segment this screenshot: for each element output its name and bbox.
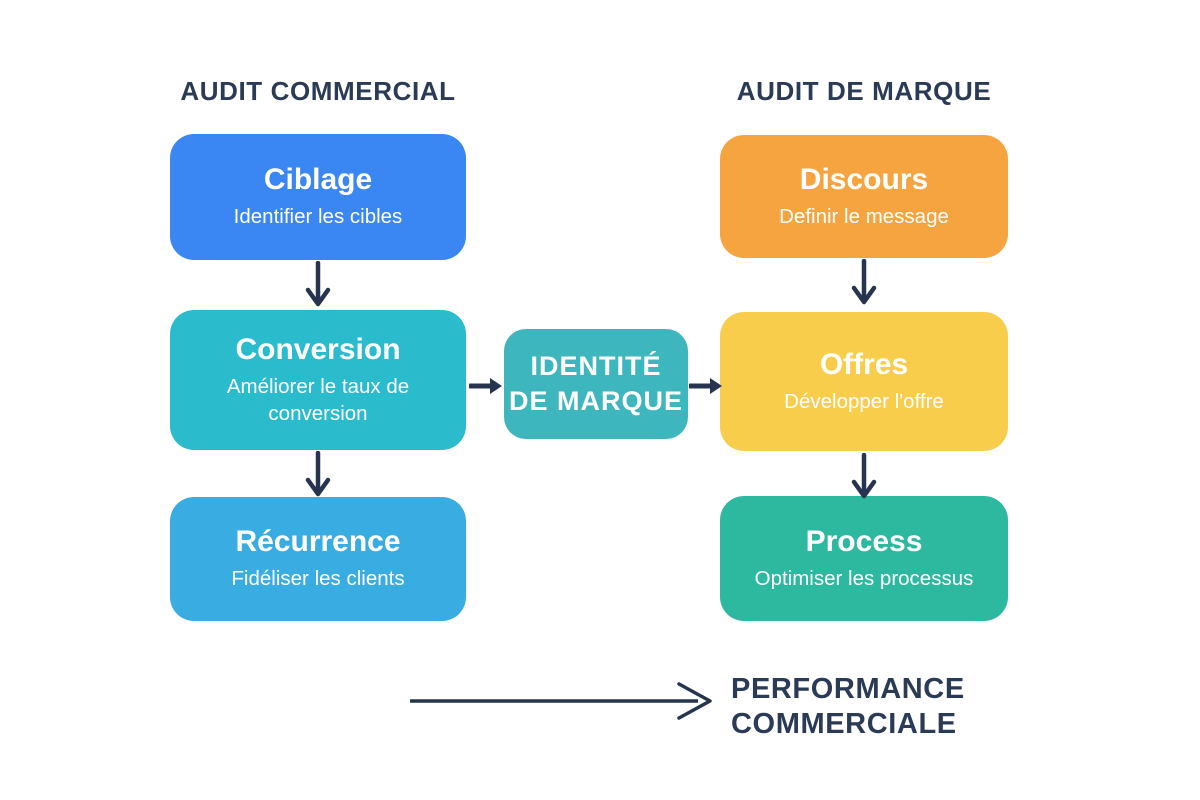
box-title: Discours	[799, 162, 929, 196]
box-ciblage: Ciblage Identifier les cibles	[170, 134, 466, 260]
box-offres: Offres Développer l'offre	[720, 312, 1008, 451]
box-subtitle: Fidéliser les clients	[231, 567, 405, 591]
arrow-down-icon	[851, 453, 877, 499]
box-title: Process	[805, 524, 923, 558]
box-recurrence: Récurrence Fidéliser les clients	[170, 497, 466, 621]
box-discours: Discours Definir le message	[720, 135, 1008, 258]
result-label-line1: PERFORMANCE	[731, 673, 965, 705]
box-subtitle: Développer l'offre	[784, 389, 944, 413]
arrow-down-icon	[851, 259, 877, 305]
center-box-line1: IDENTITÉ	[530, 350, 662, 381]
box-subtitle: Definir le message	[779, 204, 949, 228]
arrow-down-icon	[305, 451, 331, 497]
left-column-header: AUDIT COMMERCIAL	[180, 76, 456, 106]
box-title: Récurrence	[235, 525, 401, 559]
right-column-header: AUDIT DE MARQUE	[736, 76, 992, 106]
box-identite-de-marque: IDENTITÉ DE MARQUE	[504, 329, 688, 439]
box-title: Conversion	[235, 332, 401, 366]
box-process: Process Optimiser les processus	[720, 496, 1008, 621]
arrow-right-icon	[689, 378, 722, 394]
center-box-line2: DE MARQUE	[508, 386, 683, 416]
box-title: Ciblage	[263, 163, 373, 197]
result-label-line2: COMMERCIALE	[731, 708, 957, 741]
box-subtitle: Identifier les cibles	[233, 205, 403, 229]
box-conversion: Conversion Améliorer le taux de conversi…	[170, 310, 466, 450]
box-title: Offres	[819, 347, 909, 381]
arrow-down-icon	[305, 261, 331, 307]
arrow-right-icon	[469, 378, 502, 394]
result-arrow-icon	[410, 682, 712, 720]
box-subtitle: Optimiser les processus	[754, 566, 974, 590]
result-label: PERFORMANCE COMMERCIALE	[731, 672, 965, 742]
box-subtitle: Améliorer le taux de conversion	[226, 374, 410, 425]
